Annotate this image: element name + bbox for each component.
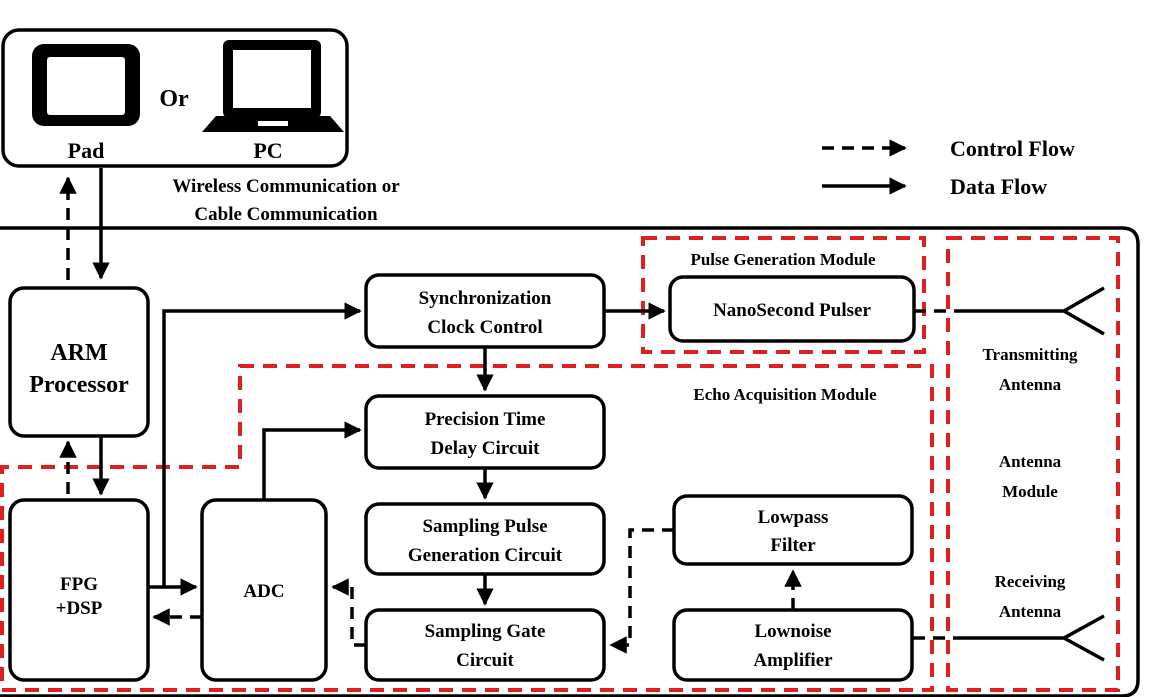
communication-label-line1: Wireless Communication or <box>172 176 400 197</box>
sampling-gate-label-line2: Circuit <box>456 650 514 671</box>
sync-clock-control-label-line1: Synchronization <box>419 288 552 309</box>
precision-time-delay-label-line1: Precision Time <box>425 409 546 430</box>
legend-control-flow-label: Control Flow <box>950 136 1075 161</box>
echo-acquisition-module-label: Echo Acquisition Module <box>693 385 877 404</box>
arm-processor-label-line1: ARM <box>50 340 107 366</box>
receiving-antenna-icon <box>1060 614 1105 662</box>
antenna-module-label-line1: Antenna <box>999 452 1062 471</box>
fpga-dsp-block <box>8 498 150 682</box>
arm-processor-label-line2: Processor <box>29 372 129 398</box>
or-label: Or <box>159 86 189 112</box>
laptop-icon <box>202 40 344 132</box>
fpga-dsp-label-line1: FPG <box>60 574 98 595</box>
antenna-module-label-line2: Module <box>1002 482 1058 501</box>
sync-clock-control-label-line2: Clock Control <box>427 317 542 338</box>
fpga-dsp-label-line2: +DSP <box>56 598 103 619</box>
legend: Control Flow Data Flow <box>822 136 1075 199</box>
sampling-pulse-generation-label-line1: Sampling Pulse <box>422 516 547 537</box>
adc-label: ADC <box>243 581 284 602</box>
sampling-gate-to-adc-control-arrow <box>331 578 366 647</box>
arm-processor-block <box>8 286 150 438</box>
lownoise-amplifier-label-line2: Amplifier <box>753 650 833 671</box>
sampling-gate-label-line1: Sampling Gate <box>425 621 546 642</box>
transmitting-antenna-icon <box>1060 286 1105 336</box>
receiving-antenna-label-line1: Receiving <box>995 572 1066 591</box>
nanosecond-pulser-label: NanoSecond Pulser <box>713 300 871 321</box>
pad-label: Pad <box>68 138 105 163</box>
legend-data-flow-label: Data Flow <box>950 174 1047 199</box>
sampling-pulse-generation-label-line2: Generation Circuit <box>408 545 563 566</box>
antenna-module-boundary <box>946 236 1120 692</box>
precision-time-delay-label-line2: Delay Circuit <box>431 438 541 459</box>
pc-label: PC <box>253 138 282 163</box>
pulse-generation-module-boundary <box>641 236 926 354</box>
transmitting-antenna-label-line1: Transmitting <box>982 345 1078 364</box>
adc-to-precision-delay-arrow <box>262 421 362 500</box>
fpga-to-sync-clock-arrow <box>148 302 362 589</box>
echo-acquisition-module-boundary <box>0 364 934 692</box>
system-outer-box <box>0 226 1140 697</box>
tablet-icon <box>32 44 140 126</box>
receiving-antenna-label-line2: Antenna <box>999 602 1062 621</box>
lowpass-to-sampling-gate-control-arrow <box>609 528 674 654</box>
transmitting-antenna-label-line2: Antenna <box>999 375 1062 394</box>
lowpass-filter-label-line1: Lowpass <box>758 507 829 528</box>
pulse-generation-module-label: Pulse Generation Module <box>690 250 876 269</box>
communication-label-line2: Cable Communication <box>194 204 378 225</box>
lowpass-filter-label-line2: Filter <box>770 535 816 556</box>
nanosecond-pulser-block <box>668 275 916 343</box>
lownoise-amplifier-label-line1: Lownoise <box>754 621 831 642</box>
